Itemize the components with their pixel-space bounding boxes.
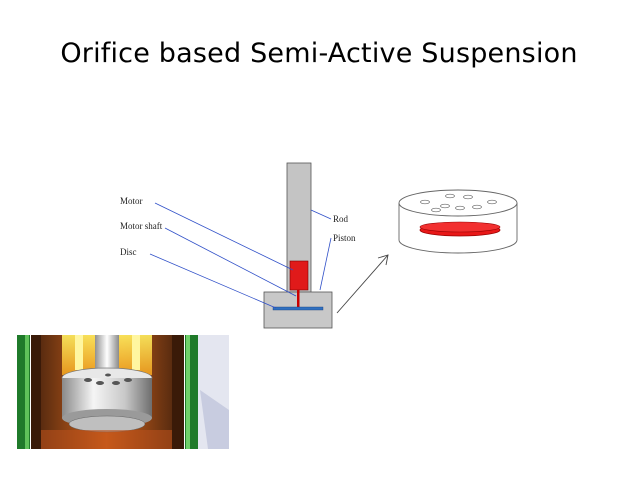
leader-piston — [319, 237, 332, 291]
slide-title: Orifice based Semi-Active Suspension — [60, 38, 578, 69]
label-motor: Motor — [120, 196, 143, 206]
label-motor-shaft: Motor shaft — [120, 221, 163, 231]
motor-block — [289, 260, 309, 291]
label-rod: Rod — [333, 214, 349, 224]
zoom-arrow — [336, 254, 389, 314]
leader-motor-shaft — [164, 227, 297, 297]
label-piston: Piston — [333, 233, 356, 243]
leader-rod — [310, 209, 332, 220]
disc — [272, 306, 324, 311]
orifice-disc — [398, 189, 518, 254]
label-disc: Disc — [120, 247, 137, 257]
motor-shaft — [297, 290, 300, 308]
leader-motor — [154, 202, 294, 271]
leader-lines — [149, 202, 332, 309]
shock-absorber-photo — [16, 335, 229, 449]
leader-disc — [149, 253, 277, 309]
orifice-holes — [420, 193, 497, 213]
